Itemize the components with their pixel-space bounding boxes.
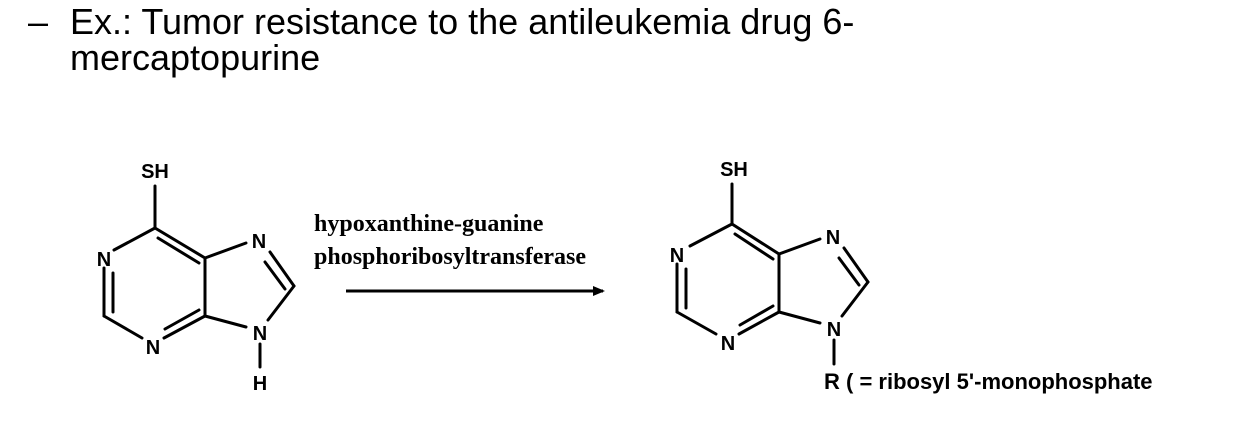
c6-c5-double-bond <box>156 236 201 265</box>
product-c6-c5-bond <box>730 222 781 256</box>
product-c2-n3-bond <box>675 310 718 336</box>
product-c5-n7-bond <box>777 237 822 256</box>
product-c6-n1-bond <box>688 222 734 248</box>
c6-n1-bond <box>112 226 157 252</box>
product-n3-c4-bond <box>737 310 781 336</box>
product-c6-c5-double-bond <box>733 232 775 261</box>
bullet-text-line-2: mercaptopurine <box>70 37 321 78</box>
product-sh-label: SH <box>720 159 748 181</box>
product-n7-c8-bond <box>842 246 870 284</box>
product-n1-label: N <box>670 245 684 267</box>
n3-c4-bond <box>162 314 207 340</box>
reactant-n9-label: N <box>253 323 267 345</box>
c2-n3-bond <box>102 314 144 340</box>
mercaptopurine-structure <box>102 184 296 369</box>
n7-c8-double-bond <box>263 260 287 291</box>
product-r-group-label: R ( = ribosyl 5'-monophosphate <box>824 369 1153 394</box>
enzyme-name-line-2: phosphoribosyltransferase <box>314 244 586 270</box>
product-n9-label: N <box>827 319 841 341</box>
product-c8-n9-bond <box>840 280 870 318</box>
reactant-h-label: H <box>253 373 267 395</box>
product-n9-c4-bond <box>777 310 822 325</box>
enzyme-name-line-1: hypoxanthine-guanine <box>314 211 544 237</box>
product-n7-label: N <box>826 227 840 249</box>
product-structure <box>675 182 870 366</box>
n3-c4-double-bond <box>163 308 201 331</box>
bullet-dash: – <box>28 1 49 42</box>
c8-n9-bond <box>266 284 296 322</box>
reactant-sh-label: SH <box>141 161 169 183</box>
c5-n7-bond <box>203 241 248 260</box>
reactant-n1-label: N <box>97 249 111 271</box>
product-n3-label: N <box>721 333 735 355</box>
n9-c4-bond <box>203 314 248 329</box>
reactant-n3-label: N <box>146 337 160 359</box>
bullet-text-line-1: Ex.: Tumor resistance to the antileukemi… <box>70 1 855 42</box>
product-n7-c8-double-bond <box>837 256 861 287</box>
reactant-n7-label: N <box>252 231 266 253</box>
n7-c8-bond <box>268 250 296 288</box>
product-n3-c4-double-bond <box>738 304 775 327</box>
c6-c5-bond <box>153 226 207 260</box>
